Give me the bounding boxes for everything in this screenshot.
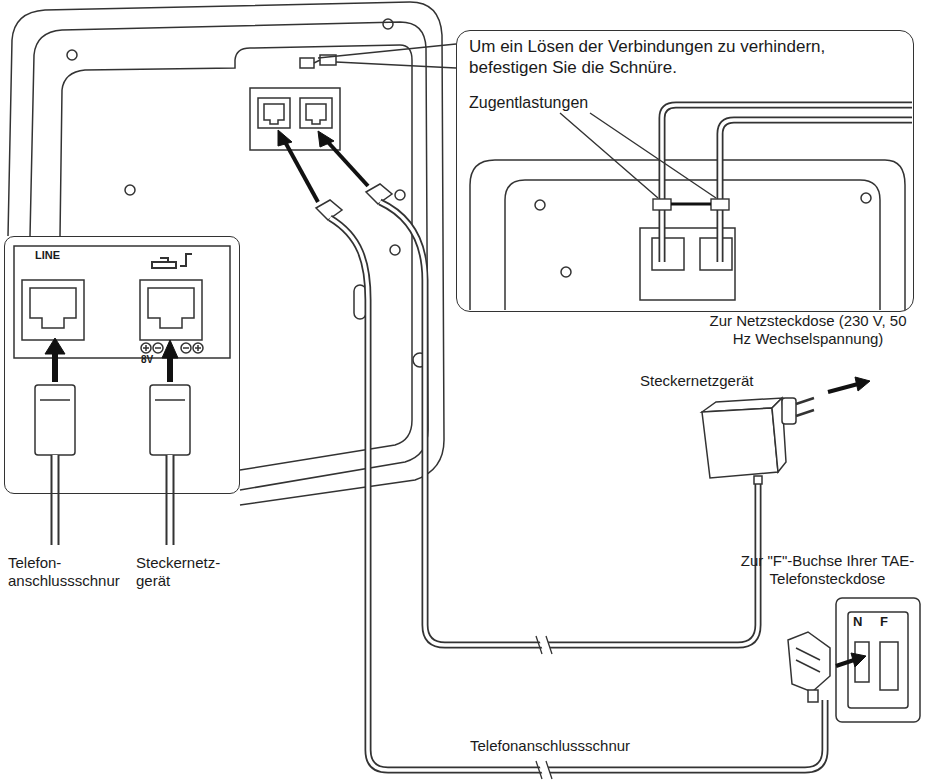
part-label: Steckernetzgerät — [640, 372, 780, 390]
callout-box: Um ein Lösen der Verbindungen zu verhind… — [456, 30, 914, 312]
jack-inset-box: LINE 8V — [4, 236, 240, 494]
part-label: Zur "F"-Buchse Ihrer TAE-Telefonsteckdos… — [725, 552, 930, 588]
node-text: LINE — [35, 249, 95, 262]
part-label: Steckernetz- gerät — [136, 554, 236, 590]
node-text: Um ein Lösen der Verbindungen zu verhind… — [469, 37, 899, 78]
part-label: Zur Netzsteckdose (230 V, 50 Hz Wechsels… — [708, 312, 908, 348]
node-subtext: Zugentlastungen — [469, 93, 669, 113]
part-label: N — [853, 614, 869, 630]
part-label: F — [880, 614, 896, 630]
node-subtext: 8V — [141, 354, 171, 366]
part-label: Telefonanschlussschnur — [470, 737, 690, 755]
part-label: Telefon- anschlussschnur — [8, 554, 133, 590]
